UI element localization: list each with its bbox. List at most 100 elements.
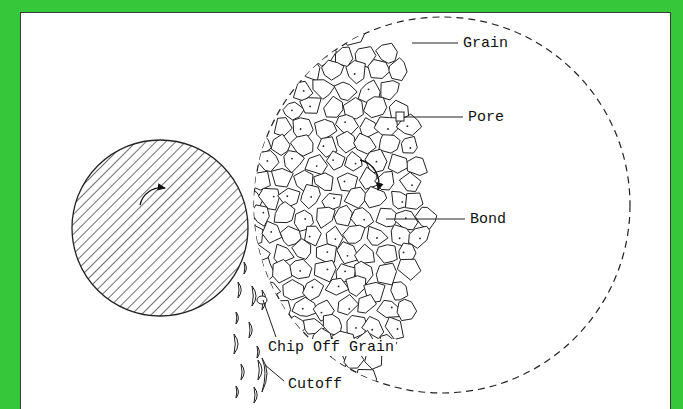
grain (284, 151, 305, 173)
grain-dot (334, 238, 336, 240)
grain (285, 316, 307, 334)
grain (376, 245, 397, 263)
grain-dot (302, 308, 304, 310)
grain (391, 282, 408, 300)
grain-dot (406, 125, 408, 127)
grain (405, 193, 423, 209)
grain-dot (309, 236, 311, 238)
grain-dot (286, 195, 288, 197)
grain (334, 205, 352, 226)
grain-dot (259, 253, 261, 255)
grain (377, 300, 401, 317)
grain (346, 276, 366, 297)
grain (274, 202, 295, 223)
grain (290, 259, 312, 278)
grain (300, 98, 321, 114)
grain (252, 171, 270, 190)
chip (236, 386, 238, 398)
grain (379, 135, 400, 153)
grain (388, 154, 408, 173)
grain (399, 172, 421, 191)
grain-dot (419, 238, 421, 240)
chip (249, 322, 252, 338)
pore (396, 112, 404, 121)
grain-dot (363, 378, 365, 380)
grain (401, 136, 417, 153)
grain-dot (326, 56, 328, 58)
grain (324, 96, 343, 117)
grain-dot (399, 237, 401, 239)
part-label: Cutoff (286, 376, 344, 393)
grain-dot (337, 364, 339, 366)
grain-dot (376, 237, 378, 239)
grain-dot (376, 161, 378, 163)
grain (274, 118, 292, 137)
grain (315, 119, 337, 139)
cutoff-chip (262, 358, 267, 392)
grain (325, 278, 349, 295)
grain-dot (327, 269, 329, 271)
grain (257, 151, 279, 172)
grain (301, 184, 321, 208)
grain-dot (291, 158, 293, 160)
leader-lines (263, 43, 465, 381)
grain-dot (300, 128, 302, 130)
grain (292, 297, 317, 316)
grain (271, 169, 293, 188)
grain-dot (391, 307, 393, 309)
grain (364, 186, 386, 207)
grain-dot (347, 255, 349, 257)
grain (252, 258, 275, 281)
grain (368, 59, 390, 78)
grain-dot (344, 181, 346, 183)
grain-dot (309, 106, 311, 108)
grain-dot (348, 308, 350, 310)
grain-dot (344, 121, 346, 123)
grain (326, 151, 345, 170)
grain (336, 131, 356, 153)
grain (358, 294, 377, 313)
grain-texture (243, 24, 437, 388)
grain-dot (401, 201, 403, 203)
chip-grain (257, 296, 267, 304)
grain (337, 242, 358, 264)
grain-dot (304, 218, 306, 220)
chip (234, 334, 238, 354)
grain-dot (299, 270, 301, 272)
grain-dot (326, 251, 328, 253)
chip (236, 312, 238, 324)
grain-dot (310, 196, 312, 198)
grain-dot (316, 165, 318, 167)
chip (258, 360, 262, 380)
chip (254, 387, 257, 403)
grain-dot (267, 160, 269, 162)
grain-dot (355, 327, 357, 329)
grain-dot (273, 196, 275, 198)
grain (303, 59, 320, 81)
grain (272, 301, 291, 320)
grain-dot (262, 212, 264, 214)
grain-dot (387, 128, 389, 130)
grain (345, 151, 363, 171)
grain (322, 60, 344, 80)
grain (316, 244, 336, 262)
grain (338, 295, 359, 315)
grain (257, 279, 280, 297)
rotation-arrow (360, 160, 379, 190)
grain (262, 221, 282, 243)
grain-dot (354, 73, 356, 75)
grain (389, 58, 407, 81)
grain-dot (403, 251, 405, 253)
grain (364, 97, 387, 118)
grain (283, 280, 305, 300)
grain-dot (323, 145, 325, 147)
part-label: Bond (468, 211, 508, 228)
chip (252, 286, 256, 306)
grain (351, 208, 374, 228)
chip (238, 282, 241, 298)
grain (346, 60, 365, 83)
part-label: Chip Off Grain (266, 339, 396, 356)
grain-dot (338, 285, 340, 287)
grain (314, 260, 336, 282)
grain-dot (411, 184, 413, 186)
